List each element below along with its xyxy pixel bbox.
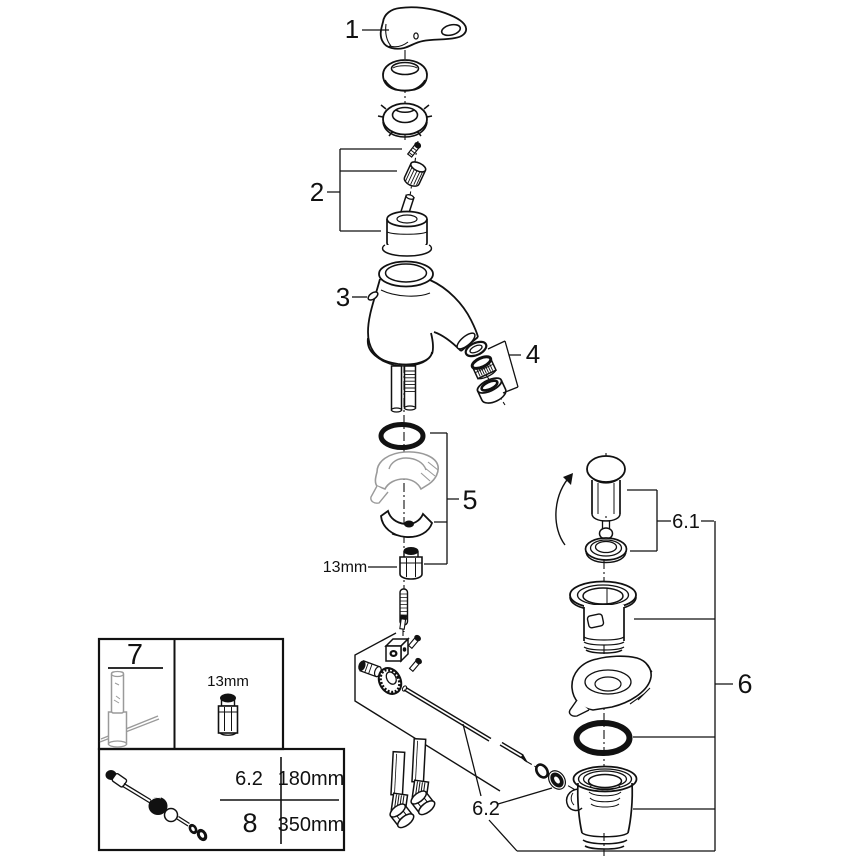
linkage-block-drawing	[384, 637, 410, 663]
supply-hose-right	[407, 737, 438, 818]
handle-lever-drawing	[379, 6, 468, 50]
callout-leader-lines	[327, 29, 733, 852]
mounting-plane-outline	[354, 632, 501, 792]
socket-13mm-drawing	[217, 693, 239, 736]
callout-6-label: 6	[737, 669, 752, 699]
aerator-insert-drawing	[470, 355, 498, 380]
callout-3-label: 3	[336, 282, 350, 312]
rotate-arrow	[555, 474, 572, 546]
rod-washer-small-drawing	[534, 763, 550, 779]
popup-rod-drawing	[401, 685, 528, 763]
base-gasket-drawing	[370, 451, 439, 504]
handle-screw-drawing	[406, 142, 422, 158]
callout-4-label: 4	[526, 339, 540, 369]
cartridge-drawing	[381, 194, 433, 257]
size-row-ref: 6.2	[235, 768, 263, 790]
drain-body-drawing	[565, 765, 638, 850]
mounting-bolt-drawing	[399, 547, 423, 580]
wrench-size-box-label: 13mm	[207, 673, 249, 690]
aerator-washer-drawing	[464, 340, 488, 358]
plug-seal-drawing	[584, 537, 628, 564]
escutcheon-cap-drawing	[382, 59, 428, 92]
callout-2-label: 2	[310, 177, 324, 207]
drain-gasket-drawing	[568, 655, 653, 717]
mounting-clamp-drawing	[380, 509, 434, 538]
callout-6-2-label: 6.2	[472, 798, 500, 820]
linkage-screw-ne-drawing	[407, 634, 421, 650]
supply-hose-left	[386, 750, 417, 831]
size-row-ref: 8	[242, 808, 257, 838]
reference-box: 7 13mm	[97, 637, 346, 852]
faucet-body-drawing	[366, 260, 479, 413]
linkage-screw-se-drawing	[408, 657, 422, 673]
callout-1-label: 1	[345, 14, 359, 44]
popup-plug-drawing	[555, 455, 626, 546]
size-row-length: 350mm	[278, 814, 345, 836]
callout-6-1-label: 6.1	[672, 511, 700, 533]
callout-5-label: 5	[462, 485, 477, 515]
rod-assembly-drawing	[105, 770, 208, 842]
body-pin	[367, 291, 379, 301]
drain-flange-drawing	[569, 580, 637, 654]
size-table: 6.2 180mm 8 350mm	[220, 757, 344, 844]
linkage-screw-top-drawing	[399, 614, 408, 630]
tailpieces-drawing	[390, 365, 417, 413]
drain-o-ring-drawing	[573, 720, 633, 756]
mounting-ring-drawing	[377, 102, 433, 138]
o-ring-drawing	[378, 422, 426, 450]
rod-washer-dark-drawing	[547, 770, 567, 790]
wrench-size-label: 13mm	[323, 559, 367, 576]
cartridge-cap-drawing	[403, 161, 427, 187]
knurled-nut-drawing	[377, 667, 403, 695]
size-row-length: 180mm	[278, 768, 345, 790]
mounting-tool-drawing	[99, 670, 160, 748]
aerator-housing-drawing	[476, 377, 507, 404]
tool-ref-label: 7	[127, 639, 143, 671]
